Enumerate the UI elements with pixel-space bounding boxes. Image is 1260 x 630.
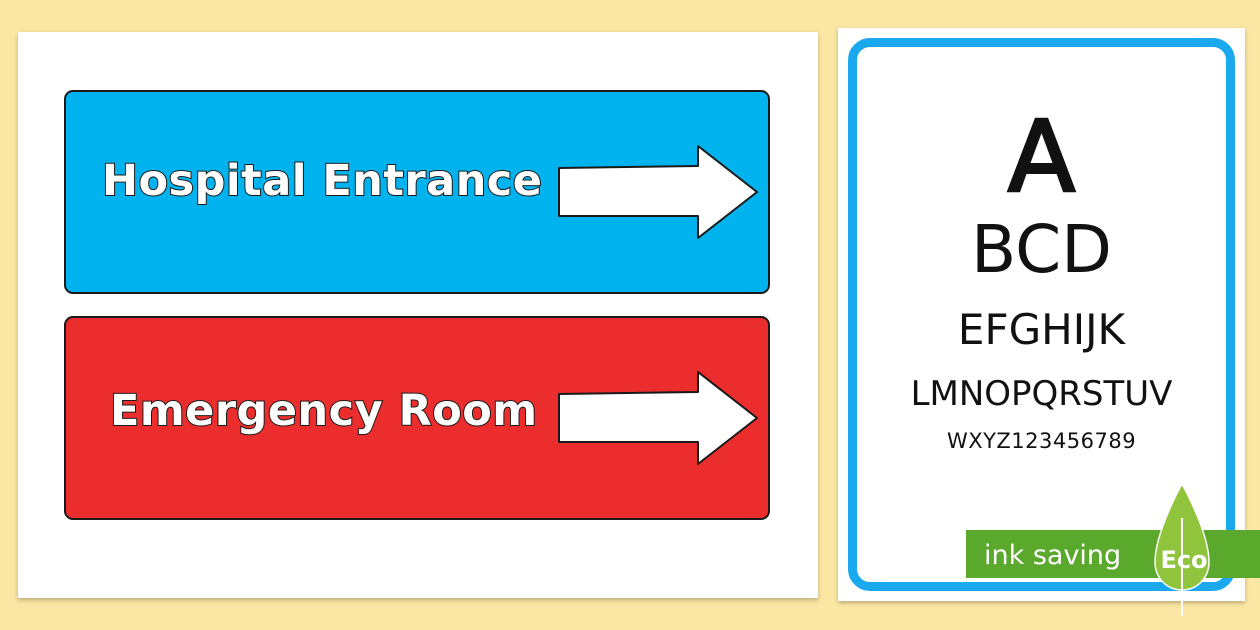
eye-chart-row: EFGHIJK (957, 305, 1126, 354)
eye-chart-sheet: A BCD EFGHIJK LMNOPQRSTUV WXYZ123456789 (838, 28, 1245, 601)
arrow-right-icon (558, 371, 758, 465)
hospital-entrance-sign: Hospital Entrance ​ (64, 90, 770, 294)
eye-chart-row: A (1006, 101, 1076, 215)
eye-chart-row: BCD (970, 211, 1113, 288)
eco-text: ink saving (984, 540, 1122, 571)
sign-label: Emergency Room (109, 385, 538, 437)
ink-saving-badge: ink saving Eco (966, 478, 1260, 618)
sign-label: Hospital Entrance (101, 155, 543, 207)
eye-chart: A BCD EFGHIJK LMNOPQRSTUV WXYZ123456789 (848, 38, 1235, 591)
eco-label: Eco (1160, 546, 1208, 574)
emergency-room-sign: Emergency Room (64, 316, 770, 520)
eco-bar (966, 530, 1260, 578)
arrow-right-icon (558, 145, 758, 239)
eye-chart-row: LMNOPQRSTUV (910, 374, 1173, 414)
signs-sheet: Hospital Entrance ​ Emergency Room (18, 32, 818, 598)
leaf-icon (1154, 482, 1210, 616)
eye-chart-row: WXYZ123456789 (946, 429, 1137, 453)
